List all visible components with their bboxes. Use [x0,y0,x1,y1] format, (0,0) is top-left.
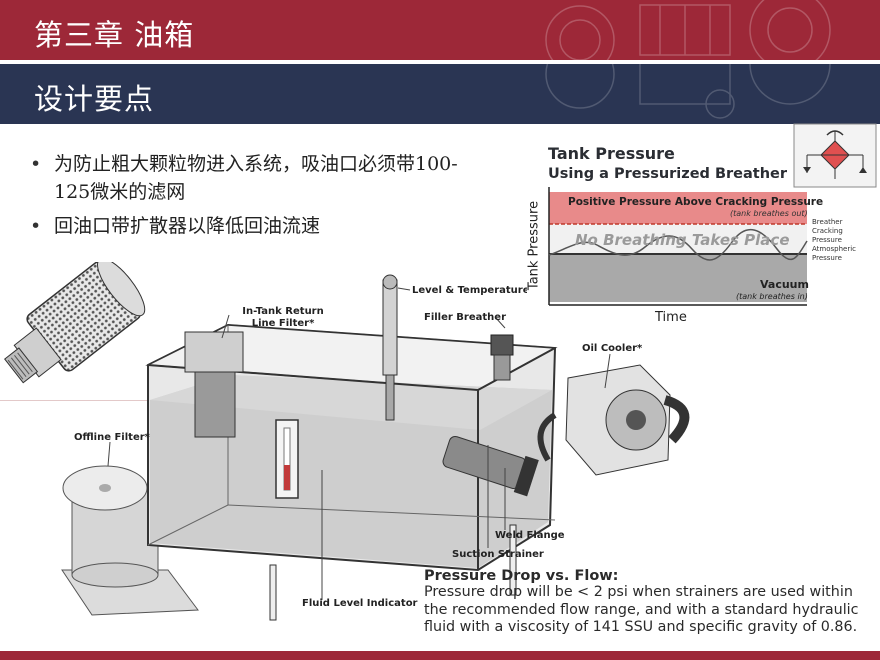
chart-ylabel: Tank Pressure [526,200,542,291]
breather-symbol-icon [793,123,877,188]
chart-side-label-cracking: Breather Cracking Pressure [812,218,843,244]
suction-strainer-illustration [4,262,146,384]
bullet-list: 为防止粗大颗粒物进入系统，吸油口必须带100-125微米的滤网 回油口带扩散器以… [30,150,480,246]
chapter-title: 第三章 油箱 [34,18,195,52]
footer-bar [0,651,880,660]
engine-watermark [545,0,831,60]
chart-title: Tank Pressure Using a Pressurized Breath… [548,143,787,185]
section-title: 设计要点 [34,82,155,116]
bullet-item: 为防止粗大颗粒物进入系统，吸油口必须带100-125微米的滤网 [30,150,480,206]
chart-title-line1: Tank Pressure [548,144,675,163]
label-level-temperature: Level & Temperature [412,285,530,296]
engine-watermark-2 [545,64,831,119]
chart-vacuum-label: Vacuum [760,278,809,291]
chart-positive-sub: (tank breathes out) [730,209,808,218]
label-filler-breather: Filler Breather [424,312,507,323]
chapter-header: 第三章 油箱 [0,0,880,60]
chart-title-line2: Using a Pressurized Breather [548,166,788,182]
header-separator [0,60,880,64]
bullet-item: 回油口带扩散器以降低回油流速 [30,212,480,240]
divider [0,400,148,401]
offline-filter-icon [61,465,199,616]
label-weld-flange: Weld Flange [495,530,565,541]
label-in-tank-filter: In-Tank Return Line Filter* [242,306,324,329]
label-offline-filter: Offline Filter* [74,432,150,443]
chart-vacuum-sub: (tank breathes in) [736,292,808,301]
chart-xlabel: Time [655,310,687,325]
chart-no-breathing: No Breathing Takes Place [575,231,790,249]
tank-pressure-chart [527,137,813,327]
hydraulic-tank-diagram [61,274,690,621]
label-suction-strainer: Suction Strainer [452,549,544,560]
pressure-drop-note: Pressure Drop vs. Flow: Pressure drop wi… [424,568,879,637]
label-oil-cooler: Oil Cooler* [582,343,643,354]
chart-positive-label: Positive Pressure Above Cracking Pressur… [568,196,824,208]
section-header: 设计要点 [0,64,880,124]
note-heading: Pressure Drop vs. Flow: [424,568,619,584]
chart-side-label-atmospheric: Atmospheric Pressure [812,245,857,262]
label-fluid-level-indicator: Fluid Level Indicator [302,598,418,609]
note-body: Pressure drop will be < 2 psi when strai… [424,584,859,636]
